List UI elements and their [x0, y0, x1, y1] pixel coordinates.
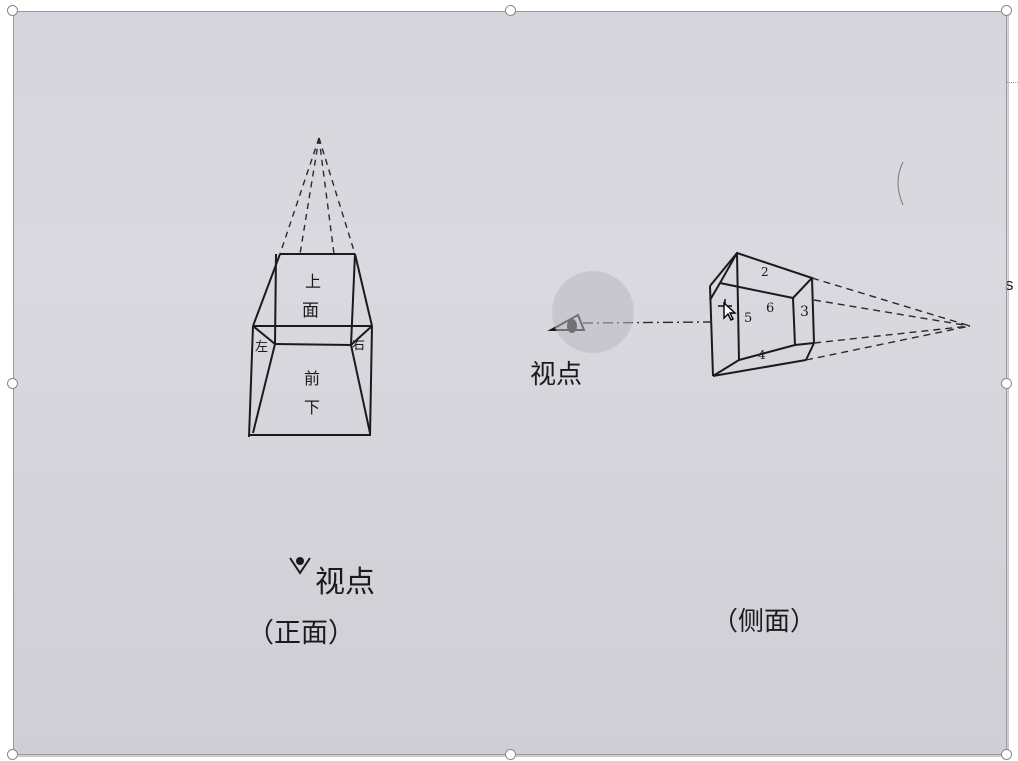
- front-face-right-label: 右: [352, 338, 366, 353]
- resize-handle-bottom-right[interactable]: [1001, 749, 1012, 760]
- drawing-canvas: [13, 11, 1009, 757]
- side-vanishing-lines: [805, 277, 971, 361]
- front-face-top-label: 上: [305, 272, 322, 291]
- front-face-top-label-2: 面: [302, 301, 319, 321]
- side-face-number: 3: [800, 304, 809, 320]
- side-caption: （侧面）: [712, 607, 817, 637]
- front-vanishing-lines: [279, 137, 356, 255]
- side-face-number: 5: [744, 311, 753, 326]
- front-inner-left: [274, 253, 277, 345]
- ruler-mark: [1006, 82, 1018, 83]
- front-viewpoint-label: 视点: [315, 565, 375, 600]
- front-face-left-label: 左: [255, 340, 269, 355]
- eye-icon: [289, 557, 311, 575]
- click-highlight: [552, 271, 634, 353]
- resize-handle-bottom-left[interactable]: [7, 749, 18, 760]
- front-face-front-label: 前: [304, 369, 321, 388]
- resize-handle-top-left[interactable]: [7, 5, 18, 16]
- front-view-frustum: [248, 253, 373, 438]
- side-face-number: 4: [758, 348, 766, 362]
- front-right-side: [369, 325, 373, 437]
- front-left-side: [248, 325, 254, 438]
- front-right-slope: [354, 253, 373, 327]
- side-view-frustum: [709, 251, 815, 377]
- front-inner-right: [350, 253, 356, 346]
- front-left-slope: [252, 253, 281, 327]
- move-cursor-icon: [718, 299, 737, 321]
- resize-handle-top-right[interactable]: [1001, 5, 1012, 16]
- resize-handle-top[interactable]: [505, 5, 516, 16]
- resize-handle-left[interactable]: [7, 378, 18, 389]
- side-face-number: 6: [766, 301, 775, 316]
- resize-handle-bottom[interactable]: [505, 749, 516, 760]
- front-face-front-label-2: 下: [304, 398, 321, 417]
- edge-text: s: [1005, 275, 1014, 294]
- side-face-number: 2: [761, 265, 769, 279]
- resize-handle-right[interactable]: [1001, 378, 1012, 389]
- front-lower-inner-edge: [274, 343, 352, 346]
- side-viewpoint-label: 视点: [530, 360, 583, 390]
- front-caption: （正面）: [247, 618, 355, 649]
